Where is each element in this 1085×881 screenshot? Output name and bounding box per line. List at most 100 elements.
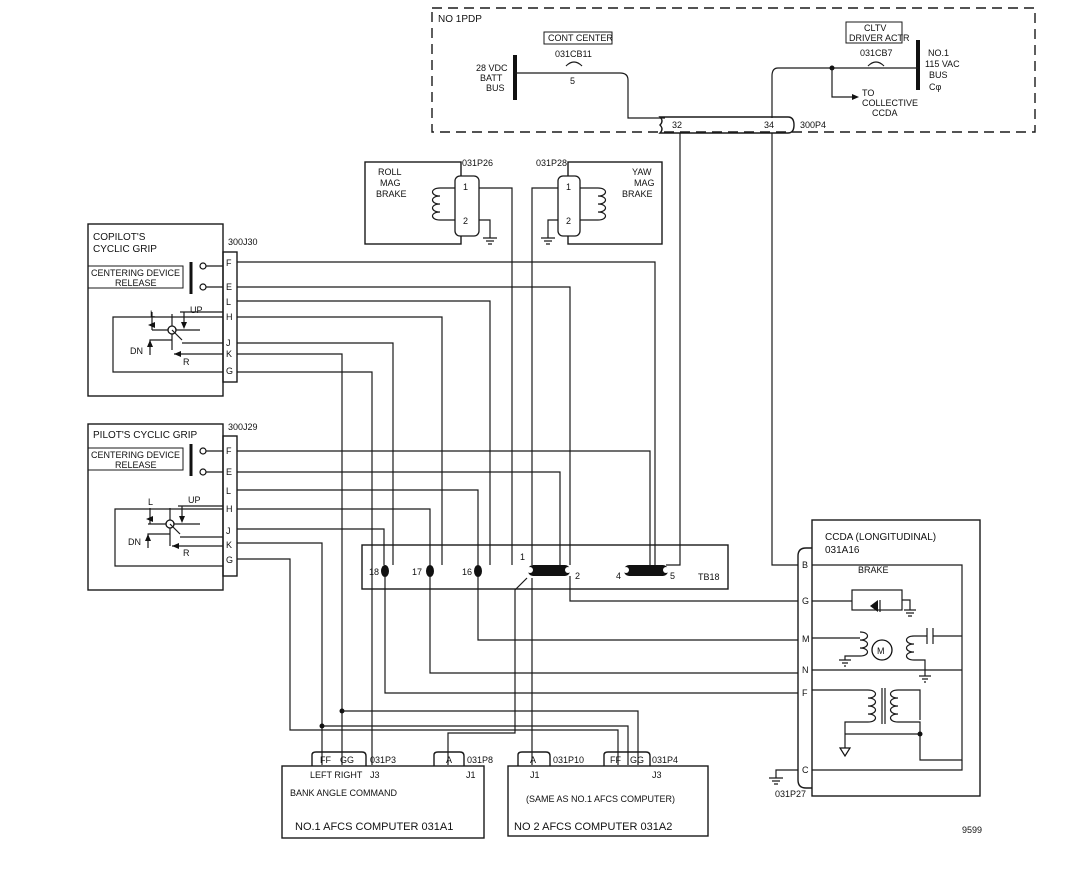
copilot-title-line2: CYCLIC GRIP (93, 244, 157, 255)
pdp-panel: NO 1PDP CONT CENTER 031CB11 28 VDC BATT … (431, 7, 1036, 133)
afcs1-name: NO.1 AFCS COMPUTER 031A1 (295, 821, 453, 833)
yaw-brake-line2: MAG (634, 178, 655, 188)
ac-bus-line4: Cφ (929, 82, 941, 92)
copilot-dir-l: L (150, 309, 155, 319)
roll-brake-conn: 031P26 (462, 158, 493, 168)
afcs1-pin-gg: GG (340, 755, 354, 765)
tb-term-4: 4 (616, 571, 621, 581)
ccda-pin-n: N (802, 665, 809, 675)
tb-term-16: 16 (462, 567, 472, 577)
copilot-pin-l: L (226, 297, 231, 307)
yaw-mag-brake: YAW MAG BRAKE 031P28 1 2 (531, 158, 663, 565)
afcs1-jack-j3: J3 (370, 770, 380, 780)
pilot-pin-k: K (226, 540, 232, 550)
copilot-dir-up: UP (190, 305, 203, 315)
pdp-title: NO 1PDP (438, 14, 482, 25)
pilot-pin-l: L (226, 486, 231, 496)
yaw-brake-pin1: 1 (566, 182, 571, 192)
connector-300p4: 32 34 300P4 (658, 116, 826, 134)
p4-pin-32: 32 (672, 120, 682, 130)
pilot-pin-j: J (226, 526, 231, 536)
dc-bus-line2: BATT (480, 73, 503, 83)
copilot-pin-k: K (226, 349, 232, 359)
afcs1-pin-ff: FF (320, 755, 331, 765)
ccda-pin-b: B (802, 560, 808, 570)
roll-brake-pin2: 2 (463, 216, 468, 226)
p4-name: 300P4 (800, 120, 826, 130)
ac-bus-line1: NO.1 (928, 48, 949, 58)
p4-pin-34: 34 (764, 120, 774, 130)
afcs2-pin-a: A (530, 755, 536, 765)
afcs1-pin-a: A (446, 755, 452, 765)
grip-wiring (237, 261, 656, 765)
to-collective-line1: TO (862, 88, 874, 98)
pilot-dir-up: UP (188, 495, 201, 505)
afcs-computer-2: A 031P10 J1 FF GG 031P4 J3 (SAME AS NO.1… (507, 751, 709, 837)
copilot-dir-dn: DN (130, 346, 143, 356)
ccda-pin-f: F (802, 688, 808, 698)
afcs2-pin-ff: FF (610, 755, 621, 765)
afcs2-conn-p10: 031P10 (553, 755, 584, 765)
pilot-pin-f: F (226, 446, 232, 456)
copilot-title-line1: COPILOT'S (93, 232, 146, 243)
pilot-dir-r: R (183, 548, 190, 558)
afcs1-conn-p3: 031P3 (370, 755, 396, 765)
ccda-motor-label: M (877, 646, 885, 656)
tb-term-1: 1 (520, 552, 525, 562)
pilot-dir-dn: DN (128, 537, 141, 547)
ccda-brake-label: BRAKE (858, 565, 889, 575)
roll-brake-line2: MAG (380, 178, 401, 188)
afcs1-left-right: LEFT RIGHT (310, 770, 363, 780)
yaw-brake-conn: 031P28 (536, 158, 567, 168)
cb-031cb7-label: 031CB7 (860, 48, 893, 58)
yaw-brake-line3: BRAKE (622, 189, 653, 199)
ccda-conn-031p27: 031P27 (775, 789, 806, 799)
dc-bus-line3: BUS (486, 83, 505, 93)
copilot-dir-r: R (183, 357, 190, 367)
afcs1-bank-angle: BANK ANGLE COMMAND (290, 788, 398, 798)
tb-term-5: 5 (670, 571, 675, 581)
pilot-title: PILOT'S CYCLIC GRIP (93, 430, 197, 441)
pilot-cyclic-grip: PILOT'S CYCLIC GRIP 300J29 CENTERING DEV… (87, 422, 258, 591)
afcs1-conn-p8: 031P8 (467, 755, 493, 765)
ccda-title-line2: 031A16 (825, 545, 860, 556)
to-collective-line2: COLLECTIVE (862, 98, 918, 108)
ccda-pin-c: C (802, 765, 809, 775)
copilot-pin-j: J (226, 338, 231, 348)
roll-brake-line1: ROLL (378, 167, 402, 177)
ccda-pin-m: M (802, 634, 810, 644)
afcs1-jack-j1: J1 (466, 770, 476, 780)
ccda-pin-g: G (802, 596, 809, 606)
cltv-label-line1: CLTV (864, 23, 886, 33)
cltv-label-line2: DRIVER ACTR (849, 33, 910, 43)
tb-term-18: 18 (369, 567, 379, 577)
ccda-unit: CCDA (LONGITUDINAL) 031A16 B G M N F C B… (769, 519, 981, 799)
pilot-centering-line1: CENTERING DEVICE (91, 450, 180, 460)
terminal-board-tb18: 18 17 16 1 2 4 5 TB18 (361, 544, 729, 590)
afcs2-same-as: (SAME AS NO.1 AFCS COMPUTER) (526, 794, 675, 804)
pilot-centering-line2: RELEASE (115, 460, 157, 470)
copilot-pin-f: F (226, 258, 232, 268)
copilot-pin-e: E (226, 282, 232, 292)
tb-term-2: 2 (575, 571, 580, 581)
roll-mag-brake: ROLL MAG BRAKE 031P26 1 2 (364, 158, 513, 565)
pilot-pin-e: E (226, 467, 232, 477)
yaw-brake-line1: YAW (632, 167, 652, 177)
dc-bus-pin5: 5 (570, 76, 575, 86)
afcs2-jack-j1: J1 (530, 770, 540, 780)
pilot-pin-g: G (226, 555, 233, 565)
cb-031cb11-label: 031CB11 (555, 49, 592, 59)
copilot-centering-line2: RELEASE (115, 278, 157, 288)
ccda-wiring (384, 133, 798, 765)
roll-brake-pin1: 1 (463, 182, 468, 192)
tb-term-17: 17 (412, 567, 422, 577)
afcs2-conn-p4: 031P4 (652, 755, 678, 765)
yaw-brake-pin2: 2 (566, 216, 571, 226)
afcs2-jack-j3: J3 (652, 770, 662, 780)
copilot-pin-h: H (226, 312, 233, 322)
cont-center-label: CONT CENTER (548, 33, 613, 43)
copilot-cyclic-grip: COPILOT'S CYCLIC GRIP 300J30 CENTERING D… (87, 223, 258, 397)
figure-number: 9599 (962, 825, 982, 835)
pilot-conn: 300J29 (228, 422, 258, 432)
